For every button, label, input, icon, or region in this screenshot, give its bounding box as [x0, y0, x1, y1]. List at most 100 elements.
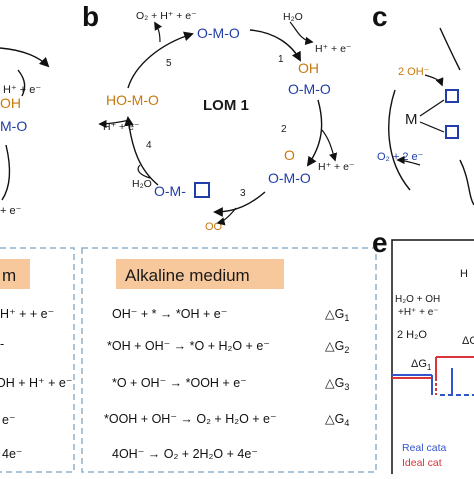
- step-1: 1: [278, 54, 284, 65]
- arrow: [137, 164, 151, 179]
- alk-dg-2: △G2: [325, 339, 349, 355]
- panel-c: c 2 OH⁻ M O₂ + 2 e⁻: [372, 1, 474, 206]
- cycle-arrow: [124, 116, 159, 186]
- dg-sub: 1: [344, 313, 349, 323]
- panel-b-ho-m-o-text: HO-M-O: [106, 92, 159, 108]
- bond-line: [419, 121, 445, 133]
- cycle-arrow: [127, 31, 194, 89]
- arrow: [459, 159, 474, 206]
- panel-e-dg1: ΔG1: [411, 358, 432, 372]
- alk-eq-3: *O + OH⁻ → *OOH + e⁻: [112, 376, 247, 390]
- panel-b-h-e-right2: H⁺ + e⁻: [318, 161, 355, 173]
- dg-sub: 4: [344, 418, 349, 428]
- acid-eq-3: OH + H⁺ + e⁻: [0, 376, 72, 390]
- panel-e-dg-partial: ΔC: [462, 335, 474, 347]
- panel-b: b O₂ + H⁺ + e⁻ O-M-O H₂O H⁺ + e⁻ OH O-M-…: [82, 1, 355, 233]
- arrow: [388, 89, 411, 191]
- alk-dg-4: △G4: [325, 412, 349, 428]
- arrow: [424, 74, 444, 87]
- panel-c-m: M: [405, 111, 418, 128]
- alk-eq-2: *OH + OH⁻ → *O + H₂O + e⁻: [107, 339, 270, 353]
- alk-eq-5: 4OH⁻ → O₂ + 2H₂O + 4e⁻: [112, 447, 258, 461]
- alk-eq-4: *OOH + OH⁻ → O₂ + H₂O + e⁻: [104, 412, 277, 426]
- panel-e-water: 2 H₂O: [397, 329, 427, 341]
- panel-a-bottom: + e⁻: [0, 205, 22, 217]
- panel-b-o-m-o-lower: O-M-O: [268, 170, 311, 186]
- cycle-arrow: [249, 29, 301, 62]
- panel-e: e H H₂O + OH +H⁺ + e⁻ 2 H₂O ΔC ΔG1 Real …: [372, 227, 474, 479]
- panel-b-center: LOM 1: [203, 97, 249, 114]
- arrow: [1, 144, 11, 201]
- acid-eq-1: H⁺ + + e⁻: [0, 307, 54, 321]
- arrow: [17, 69, 26, 97]
- panel-b-ho-m-o: HO-M-O: [106, 92, 159, 108]
- alkaline-title-bg: [116, 259, 284, 289]
- panel-a: H⁺ + e⁻ OH M-O + e⁻: [0, 47, 50, 217]
- dg-sub: 3: [344, 382, 349, 392]
- arrow: [216, 207, 237, 226]
- dg-symbol: △G: [325, 307, 344, 321]
- arrow: [154, 21, 163, 43]
- acid-title: m: [2, 266, 16, 285]
- vacancy-square: [194, 182, 210, 198]
- panel-b-h2o-top: H₂O: [283, 11, 303, 23]
- panel-e-frame: [391, 239, 474, 479]
- arrow: [0, 47, 50, 68]
- acid-box: m H⁺ + + e⁻ - OH + H⁺ + e⁻ e⁻ 4e⁻: [0, 247, 75, 473]
- panel-b-label: b: [82, 1, 99, 32]
- acid-eq-2: -: [0, 337, 4, 351]
- panel-b-top-products: O₂ + H⁺ + e⁻: [136, 10, 197, 22]
- arrow: [289, 21, 314, 46]
- panel-b-o: O: [284, 147, 295, 163]
- acid-title-bg: [0, 259, 30, 289]
- acid-eq-5: 4e⁻: [2, 447, 23, 461]
- arrow: [396, 155, 421, 166]
- arrow: [439, 27, 461, 71]
- dg-sub: 1: [427, 363, 432, 372]
- dg-symbol: △G: [325, 376, 344, 390]
- dg-sub: 2: [344, 345, 349, 355]
- alk-dg-3: △G3: [325, 376, 349, 392]
- panel-b-h-e-left: H⁺ + e⁻: [103, 121, 140, 133]
- step-4: 4: [146, 140, 152, 151]
- panel-b-h-e-right: H⁺ + e⁻: [315, 43, 352, 55]
- dg-symbol: △G: [325, 412, 344, 426]
- dg-symbol: △G: [325, 339, 344, 353]
- step-5: 5: [166, 58, 172, 69]
- panel-e-label: e: [372, 227, 388, 258]
- cycle-arrow: [306, 99, 323, 167]
- panel-e-species2: +H⁺ + e⁻: [398, 307, 439, 318]
- legend-real: Real cata: [402, 442, 447, 454]
- dg-symbol: ΔG: [411, 358, 427, 370]
- vacancy-square: [445, 125, 459, 139]
- acid-box-border: [0, 247, 75, 473]
- panel-b-o-m-o-top: O-M-O: [197, 25, 240, 41]
- panel-e-h: H: [460, 268, 468, 280]
- step-2: 2: [281, 124, 287, 135]
- arrow: [321, 129, 338, 162]
- acid-eq-4: e⁻: [2, 413, 16, 427]
- alk-dg-1: △G1: [325, 307, 349, 323]
- panel-c-label: c: [372, 1, 388, 32]
- panel-a-oh: OH: [0, 95, 21, 111]
- panel-e-species1: H₂O + OH: [395, 294, 440, 305]
- cycle-arrow: [213, 191, 266, 217]
- bond-line: [419, 99, 445, 117]
- alkaline-box: Alkaline medium OH⁻ + * → *OH + e⁻ △G1 *…: [81, 247, 377, 473]
- alkaline-box-border: [81, 247, 377, 473]
- arrow: [98, 119, 131, 129]
- panel-c-oh: 2 OH⁻: [398, 66, 430, 78]
- alkaline-title: Alkaline medium: [125, 266, 250, 285]
- panel-b-o-m: O-M-: [154, 183, 186, 199]
- vacancy-square: [445, 89, 459, 103]
- panel-c-products: O₂ + 2 e⁻: [377, 151, 424, 163]
- panel-b-h2o-left: H₂O: [132, 178, 152, 190]
- panel-a-h-e: H⁺ + e⁻: [3, 84, 41, 96]
- alk-eq-1: OH⁻ + * → *OH + e⁻: [112, 307, 227, 321]
- panel-b-oh: OH: [298, 60, 319, 76]
- panel-a-m-o: M-O: [0, 118, 27, 134]
- panel-b-o-m-o-right: O-M-O: [288, 81, 331, 97]
- legend-ideal: Ideal cat: [402, 457, 442, 469]
- step-3: 3: [240, 188, 246, 199]
